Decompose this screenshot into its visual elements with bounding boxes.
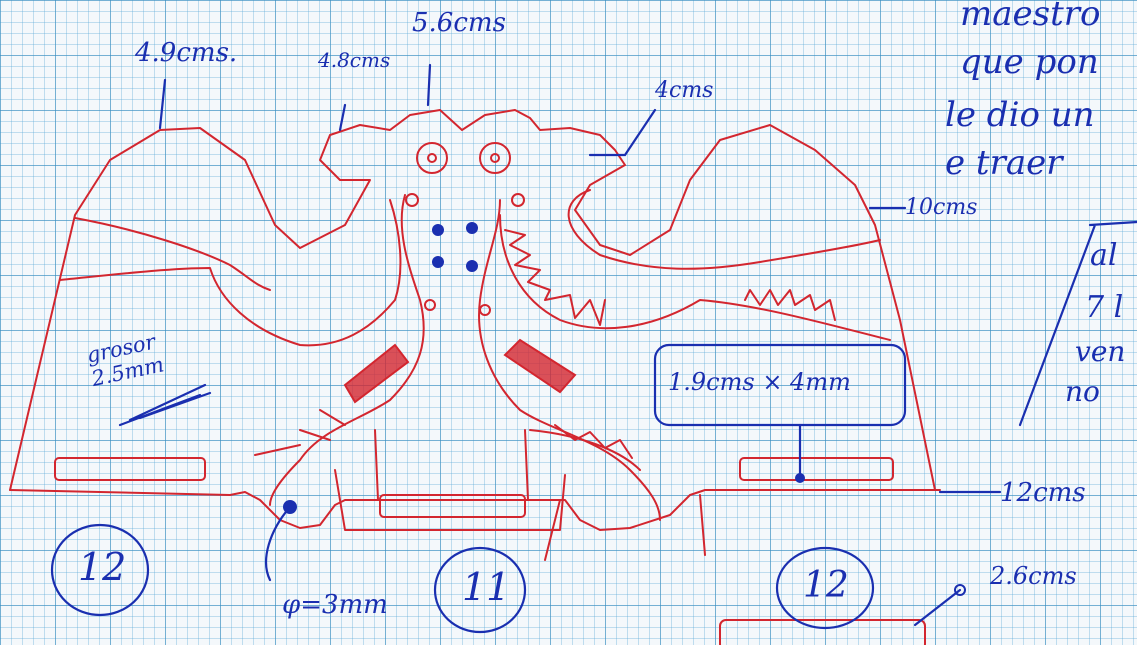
margin-note-line3: le dio un: [945, 95, 1095, 135]
teeth-small: [744, 289, 836, 321]
bottom-width-label: 12cms: [1000, 478, 1086, 508]
side-bracket: [1018, 220, 1137, 427]
side-note-4: no: [1065, 375, 1100, 408]
side-note-2: 7 l: [1085, 290, 1124, 325]
height-center: 5.6cms: [412, 8, 506, 38]
right-stem: [478, 199, 661, 521]
dot-left: [424, 299, 436, 311]
small-eye-right: [511, 193, 525, 207]
extender-right: [544, 494, 706, 561]
height-top-left: 4.9cms.: [135, 38, 238, 68]
base-bottom-edge: [9, 489, 941, 531]
margin-note-line2: que pon: [960, 42, 1099, 82]
small-eye-left: [405, 193, 419, 207]
circle-center-11: [433, 546, 527, 634]
slot-right: [739, 457, 894, 481]
dot-right: [479, 304, 491, 316]
hatched-block-left: [343, 343, 410, 404]
lower-wing: [529, 424, 641, 471]
bridge-vertical-right: [524, 429, 529, 501]
left-lower-curve: [59, 199, 402, 347]
circle-left-12: [50, 523, 150, 617]
slot-size-box: [653, 343, 907, 427]
slot-size-label: 1.9cms × 4mm: [668, 368, 851, 396]
bridge: [334, 469, 566, 531]
eye-right: [479, 142, 511, 174]
right-small-leader: [913, 588, 962, 627]
thickness-hatch: [118, 383, 212, 427]
bridge-vertical-left: [374, 429, 379, 501]
height-left-ear: 4.8cms: [318, 48, 391, 72]
side-note-1: al: [1090, 238, 1118, 273]
width-right: 10cms: [905, 195, 978, 220]
arrow-top-left: [158, 78, 167, 130]
piece-label-left: 12: [78, 545, 127, 589]
eye-left-inner: [427, 153, 437, 163]
blue-dot-1: [432, 224, 444, 236]
arrow-center: [426, 63, 432, 107]
arrow-right-ear: [588, 108, 657, 157]
height-right-ear: 4cms: [655, 78, 714, 103]
eye-right-inner: [490, 153, 500, 163]
eye-left: [416, 142, 448, 174]
side-note-3: ven: [1075, 335, 1126, 368]
base-outline: [9, 109, 936, 491]
hole-diameter-label: φ=3mm: [282, 590, 388, 620]
margin-note-line4: e traer: [945, 143, 1063, 183]
hole-leader: [265, 505, 292, 582]
hatched-block-right: [503, 338, 577, 394]
margin-note-line1: maestro: [960, 0, 1101, 34]
piece-label-right: 12: [803, 565, 849, 606]
dim-start-dot: [954, 584, 966, 596]
left-wing: [254, 409, 346, 456]
blue-dot-4: [466, 260, 478, 272]
left-inner-curve: [74, 217, 271, 291]
circle-right-12: [775, 546, 875, 630]
blue-dot-2: [466, 222, 478, 234]
slot-left: [54, 457, 206, 481]
right-lower-curve: [499, 214, 891, 341]
right-small-label: 2.6cms: [990, 562, 1077, 590]
blue-dot-3: [432, 256, 444, 268]
teeth: [504, 229, 606, 326]
piece-label-center: 11: [462, 565, 511, 609]
slot-bottom-right: [719, 619, 926, 645]
left-stem: [269, 194, 425, 506]
arrow-left-ear: [338, 103, 347, 132]
right-inner-curve: [567, 189, 881, 270]
slot-center: [379, 494, 526, 518]
